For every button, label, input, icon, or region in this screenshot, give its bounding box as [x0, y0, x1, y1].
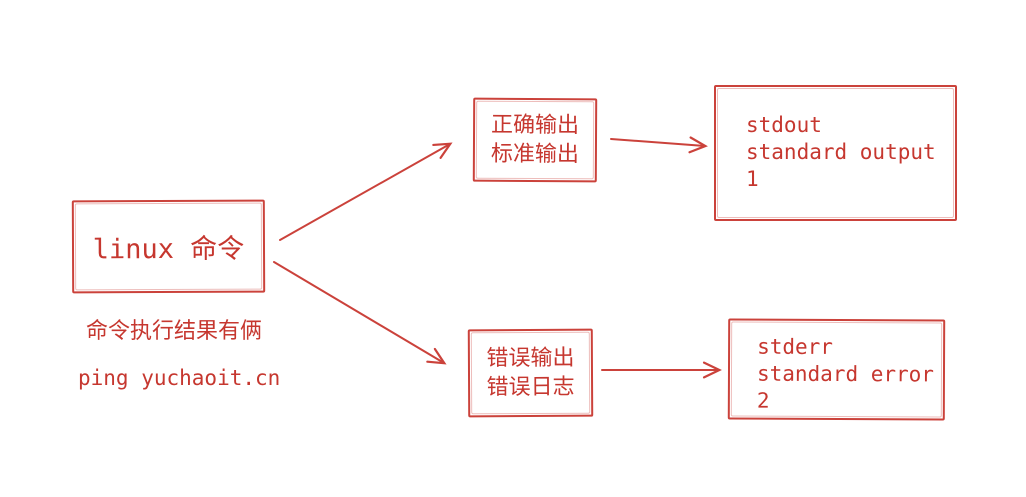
stdout-label-text: 正确输出 标准输出 — [490, 112, 580, 168]
stderr-label-text: 错误输出 错误日志 — [486, 345, 575, 401]
stdout-node: stdout standard output 1 — [714, 85, 957, 221]
stdout-label-node: 正确输出 标准输出 — [472, 97, 598, 183]
arrow-label-to-stdout-box — [610, 136, 708, 154]
stderr-node-text: stderr standard error 2 — [756, 334, 935, 413]
arrow-linux-to-stderr-label — [273, 261, 447, 365]
stdout-node-text: stdout standard output 1 — [746, 113, 936, 191]
caption-results-note: 命令执行结果有俩 — [86, 319, 263, 344]
linux-command-node: linux 命令 — [71, 199, 266, 294]
linux-command-label: linux 命令 — [92, 233, 245, 266]
stderr-node: stderr standard error 2 — [727, 318, 946, 421]
caption-example-command: ping yuchaoit.cn — [78, 366, 281, 390]
arrow-linux-to-stdout-label — [279, 142, 453, 241]
stderr-label-node: 错误输出 错误日志 — [467, 328, 594, 418]
